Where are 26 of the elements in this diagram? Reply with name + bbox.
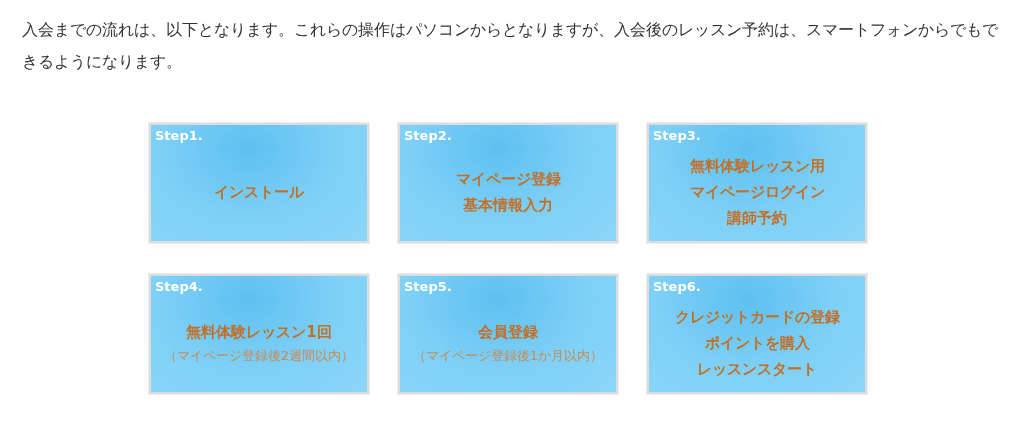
step-card — [149, 274, 369, 394]
step-title: ポイントを購入 — [704, 333, 810, 354]
step-number: Step3. — [653, 128, 701, 143]
step-note: （マイページ登録後2週間以内） — [163, 347, 355, 365]
step-note: （マイページ登録後1か月以内） — [412, 347, 604, 365]
step-title: インストール — [214, 182, 304, 203]
step-title: 講師予約 — [727, 208, 787, 229]
step-number: Step2. — [404, 128, 452, 143]
step-title: 無料体験レッスン1回 — [186, 322, 332, 343]
step-card — [149, 123, 369, 243]
intro-paragraph: 入会までの流れは、以下となります。これらの操作はパソコンからとなりますが、入会後のレッスン予約は、スマートフォンからでもできるようになります。 — [22, 20, 999, 73]
step-title: レッスンスタート — [697, 359, 817, 380]
step-title: 基本情報入力 — [463, 195, 553, 216]
step-title: クレジットカードの登録 — [674, 307, 840, 328]
step-number: Step4. — [155, 279, 203, 294]
step-number: Step5. — [404, 279, 452, 294]
step-title: 無料体験レッスン用 — [689, 156, 825, 177]
step-number: Step1. — [155, 128, 203, 143]
step-card — [398, 123, 618, 243]
step-card — [398, 274, 618, 394]
step-title: 会員登録 — [478, 322, 538, 343]
step-card — [647, 123, 867, 243]
step-card — [647, 274, 867, 394]
step-number: Step6. — [653, 279, 701, 294]
step-title: マイページ登録 — [455, 169, 561, 190]
step-title: マイページログイン — [689, 182, 825, 203]
